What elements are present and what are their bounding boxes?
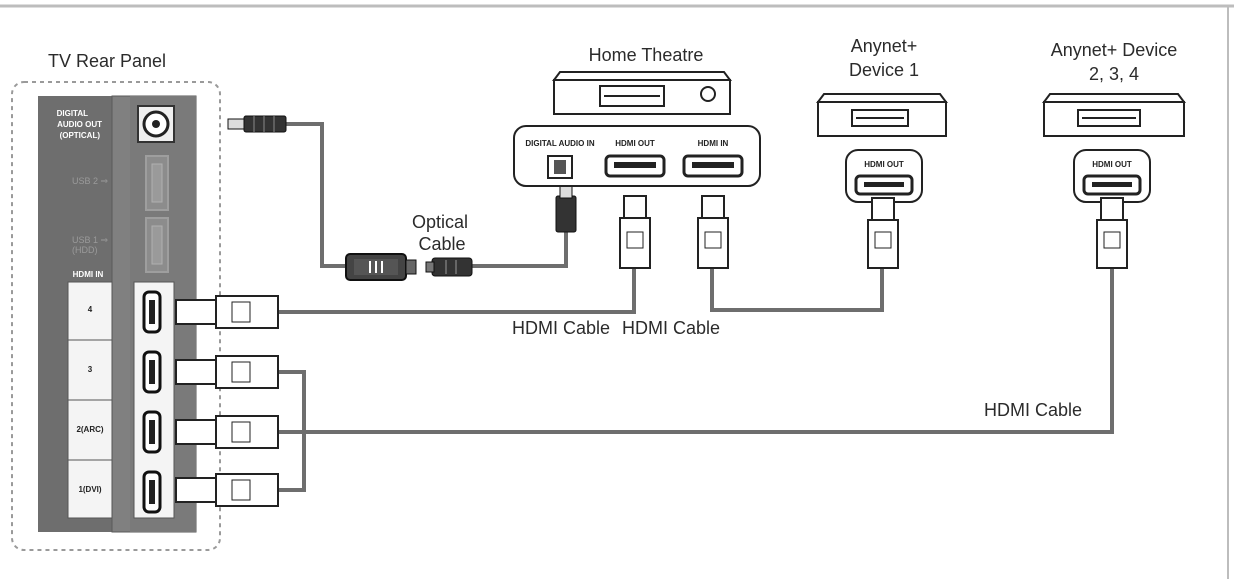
anynet-device234-label-line1: Anynet+ Device <box>1051 40 1178 60</box>
tv-rear-panel: DIGITAL AUDIO OUT (OPTICAL) USB 2 ⇒ USB … <box>38 95 197 533</box>
anynet-device234-label-line2: 2, 3, 4 <box>1089 64 1139 84</box>
device234-hdmi-out-label: HDMI OUT <box>1092 160 1132 169</box>
optical-plug-tv <box>227 115 287 133</box>
optical-cable-connector <box>345 253 417 281</box>
device1-hdmi-out-label: HDMI OUT <box>864 160 904 169</box>
hdmi-port-label-3: 3 <box>88 365 93 374</box>
optical-plug-right <box>425 257 473 277</box>
anynet-device1-label-line2: Device 1 <box>849 60 919 80</box>
hdmi-port-label-1dvi: 1(DVI) <box>78 485 101 494</box>
hdmi-plug-device234 <box>1096 197 1128 269</box>
tv-hdmi-plugs <box>175 295 279 507</box>
hdmi-cable-label-1: HDMI Cable <box>512 318 610 338</box>
hdmi-port-label-2arc: 2(ARC) <box>76 425 103 434</box>
anynet-device1-label-line1: Anynet+ <box>851 36 918 56</box>
hdmi-in-header: HDMI IN <box>73 270 104 279</box>
tv-hdmi-port-3 <box>142 350 162 394</box>
anynet-device234: HDMI OUT <box>1042 93 1186 203</box>
hdmi-plug-tv-3 <box>175 355 279 389</box>
anynet-device1: HDMI OUT <box>816 93 948 203</box>
usb1-label-line2: (HDD) <box>72 245 98 255</box>
optical-cable-ht-side <box>470 230 568 268</box>
usb1-label-line1: USB 1 ⇒ <box>72 235 109 245</box>
usb1-port-slot <box>151 225 163 265</box>
home-theatre-label: Home Theatre <box>589 45 704 65</box>
hdmi-plug-ht-out <box>619 195 651 269</box>
tv-hdmi-port-4 <box>142 290 162 334</box>
ht-hdmi-out-label: HDMI OUT <box>615 139 655 148</box>
hdmi-cable-label-2: HDMI Cable <box>622 318 720 338</box>
digital-audio-label-line2: AUDIO OUT <box>57 120 102 129</box>
optical-cable-label-line2: Cable <box>418 234 465 254</box>
ht-digital-audio-in-label: DIGITAL AUDIO IN <box>525 139 594 148</box>
hdmi-plug-tv-1dvi <box>175 473 279 507</box>
usb2-port-slot <box>151 163 163 203</box>
optical-cable-tv-side <box>228 122 350 268</box>
optical-plug-ht <box>555 183 577 233</box>
hdmi-cable-device234 <box>278 268 1114 434</box>
hdmi-cable-label-3: HDMI Cable <box>984 400 1082 420</box>
tv-rear-panel-label: TV Rear Panel <box>48 51 166 71</box>
digital-audio-label-line1: DIGITAL <box>57 109 89 118</box>
hdmi-plug-device1 <box>867 197 899 269</box>
hdmi-plug-ht-in <box>697 195 729 269</box>
hdmi-port-label-4: 4 <box>88 305 93 314</box>
hdmi-plug-tv-4 <box>175 295 279 329</box>
hdmi-cable-device1 <box>710 268 884 312</box>
ht-hdmi-in-label: HDMI IN <box>698 139 729 148</box>
optical-cable-label-line1: Optical <box>412 212 468 232</box>
hdmi-cable-ht-out <box>278 268 636 314</box>
digital-audio-label-line3: (OPTICAL) <box>60 131 101 140</box>
optical-jack-center <box>152 120 160 128</box>
home-theatre-device: DIGITAL AUDIO IN HDMI OUT HDMI IN <box>513 71 761 187</box>
hdmi-plug-tv-2arc <box>175 415 279 449</box>
tv-hdmi-port-2arc <box>142 410 162 454</box>
tv-hdmi-port-1dvi <box>142 470 162 514</box>
usb2-label: USB 2 ⇒ <box>72 176 109 186</box>
